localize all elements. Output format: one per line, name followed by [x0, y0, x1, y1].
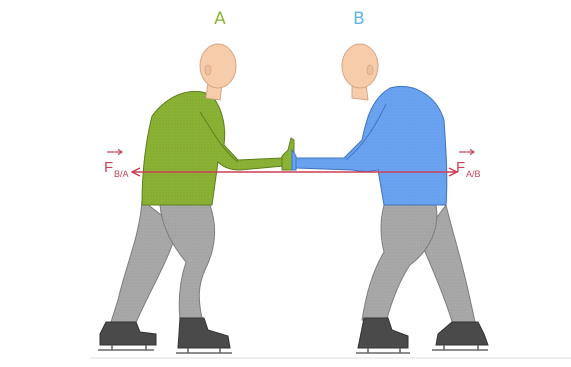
skater-a-back-blade	[98, 345, 154, 351]
skater-a-front-boot	[177, 317, 231, 349]
force-right-subscript: A/B	[466, 169, 481, 179]
skater-b-label: B	[353, 9, 365, 29]
skater-b-head	[341, 43, 379, 89]
skater-a	[98, 43, 295, 354]
force-left-subscript: B/A	[114, 169, 129, 179]
skater-b-front-boot	[357, 317, 409, 349]
force-label-b-on-a: F B/A	[104, 149, 129, 179]
skater-b-hand	[291, 148, 297, 171]
skater-b	[291, 43, 489, 354]
skater-b-front-blade	[356, 348, 410, 354]
force-label-a-on-b: F A/B	[456, 149, 481, 179]
skater-a-head	[199, 43, 237, 89]
force-right-symbol: F	[456, 159, 465, 176]
skater-a-front-blade	[176, 348, 232, 354]
skater-a-label: A	[214, 9, 226, 29]
skater-b-back-blade	[432, 345, 488, 351]
skater-a-back-boot	[99, 321, 157, 346]
force-left-symbol: F	[104, 159, 113, 176]
skater-b-back-boot	[435, 321, 489, 346]
